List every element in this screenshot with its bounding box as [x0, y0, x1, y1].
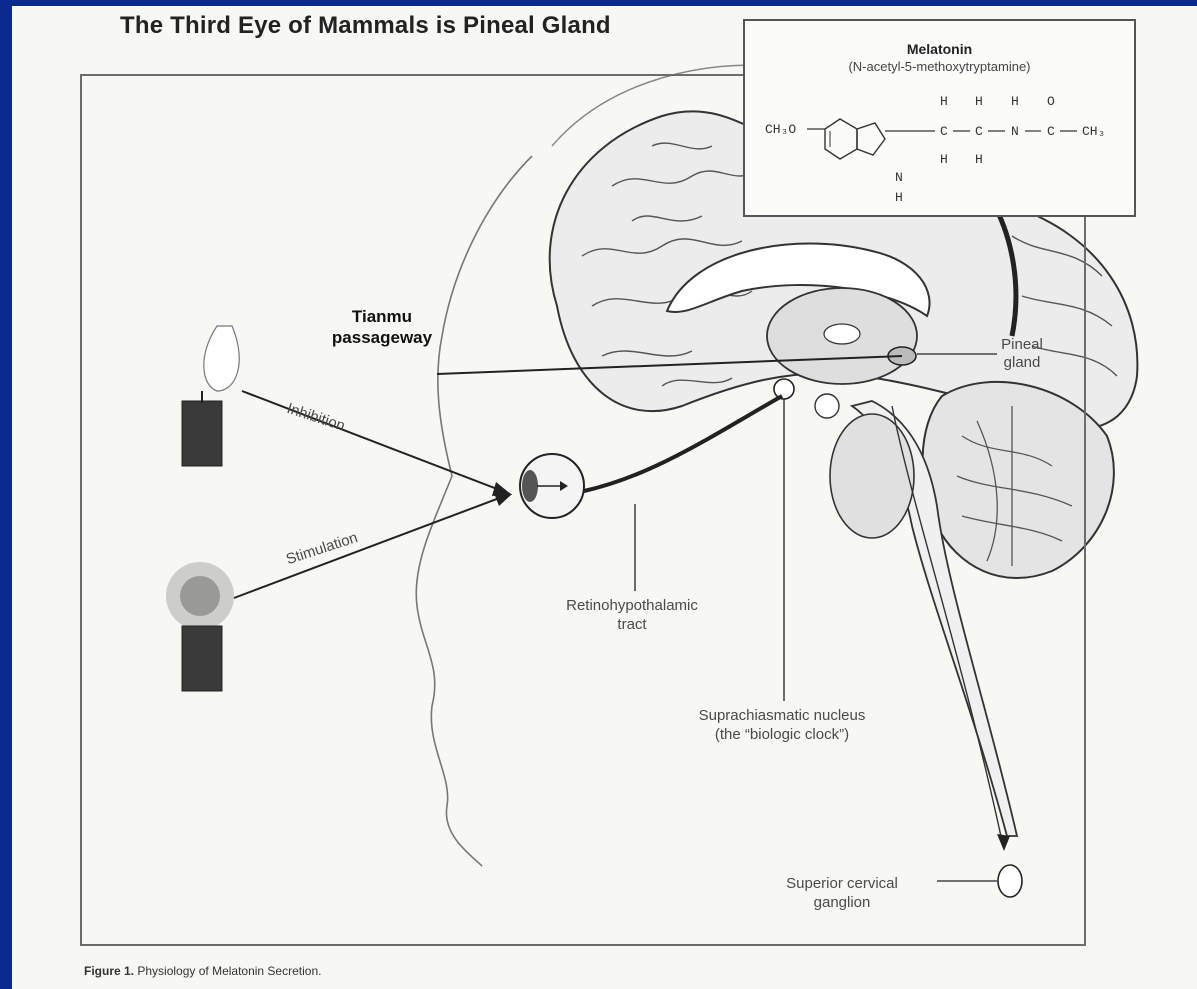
atom-h5: H — [1011, 94, 1019, 109]
atom-n: N — [1011, 124, 1019, 139]
figure-caption: Figure 1. Physiology of Melatonin Secret… — [84, 964, 321, 978]
pineal-label: Pineal gland — [987, 336, 1057, 372]
scn-line2: (the “biologic clock”) — [652, 725, 912, 744]
atom-c3: C — [1047, 124, 1055, 139]
scg-label: Superior cervical ganglion — [757, 874, 927, 912]
retinohypothalamic-label: Retinohypothalamic tract — [527, 596, 737, 634]
atom-ch3o: CH₃O — [765, 122, 796, 137]
retino-line2: tract — [527, 615, 737, 634]
tianmu-label: Tianmu passageway — [322, 306, 442, 348]
scg-line2: ganglion — [757, 893, 927, 912]
retino-line1: Retinohypothalamic — [527, 596, 737, 615]
scn-label: Suprachiasmatic nucleus (the “biologic c… — [652, 706, 912, 744]
pineal-line1: Pineal — [987, 336, 1057, 354]
atom-h-ring: H — [895, 190, 903, 205]
scg-line1: Superior cervical — [757, 874, 927, 893]
tianmu-line2: passageway — [322, 327, 442, 348]
slide: The Third Eye of Mammals is Pineal Gland… — [12, 6, 1197, 989]
atom-c1: C — [940, 124, 948, 139]
page-title: The Third Eye of Mammals is Pineal Gland — [120, 12, 611, 40]
scn-line1: Suprachiasmatic nucleus — [652, 706, 912, 725]
atom-c2: C — [975, 124, 983, 139]
atom-o: O — [1047, 94, 1055, 109]
atom-h2: H — [940, 152, 948, 167]
atom-h3: H — [975, 94, 983, 109]
atom-h4: H — [975, 152, 983, 167]
atom-h1: H — [940, 94, 948, 109]
melatonin-structure-box: Melatonin (N-acetyl-5-methoxytryptamine)… — [743, 19, 1136, 217]
melatonin-formula: CH₃O N H H C H H C H H N O C CH₃ — [745, 21, 1138, 219]
caption-label: Figure 1. — [84, 964, 134, 978]
pineal-line2: gland — [987, 354, 1057, 372]
caption-text: Physiology of Melatonin Secretion. — [137, 964, 321, 978]
tianmu-line1: Tianmu — [322, 306, 442, 327]
atom-ch3: CH₃ — [1082, 124, 1105, 139]
atom-n-ring: N — [895, 170, 903, 185]
